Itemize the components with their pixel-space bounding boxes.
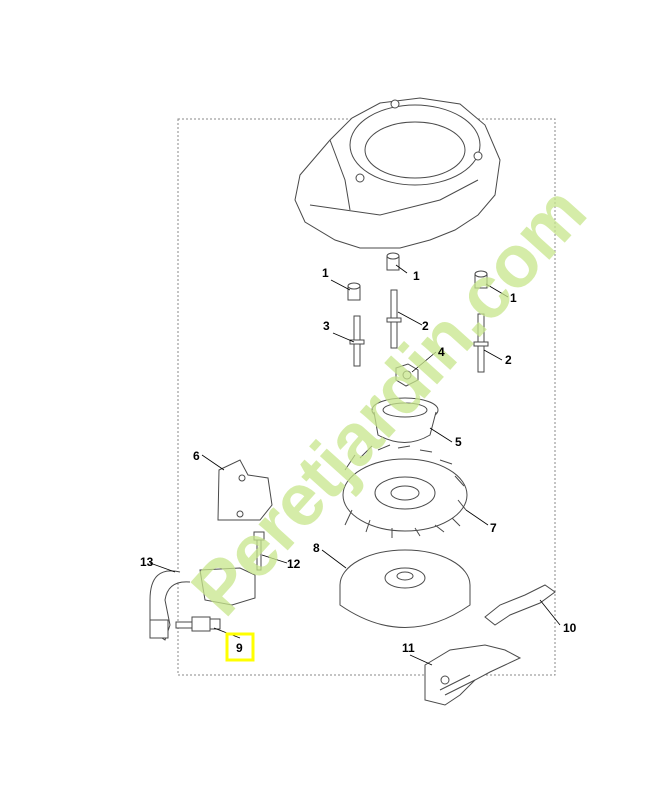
stud-2b <box>473 313 489 373</box>
callout-8: 8 <box>313 541 320 555</box>
flywheel-nut-4 <box>395 363 419 387</box>
callout-2b: 2 <box>505 353 512 367</box>
callout-1a: 1 <box>413 269 420 283</box>
callout-7: 7 <box>490 521 497 535</box>
callout-11: 11 <box>402 641 415 655</box>
brake-assembly-11 <box>424 644 522 706</box>
callout-1c: 1 <box>510 291 517 305</box>
callout-10: 10 <box>563 621 577 635</box>
callout-highlight <box>225 632 255 662</box>
flywheel-8 <box>339 549 471 628</box>
stud-2a <box>386 289 402 349</box>
bolt-12 <box>253 531 265 571</box>
nut-1b <box>347 282 361 301</box>
callout-3: 3 <box>323 319 330 333</box>
callout-1b: 1 <box>322 266 329 280</box>
bolt-3 <box>349 315 365 367</box>
starter-cup-5 <box>371 397 439 443</box>
callout-12: 12 <box>287 557 301 571</box>
spark-plug-9 <box>175 616 221 632</box>
callout-9: 9 <box>236 641 243 655</box>
leader-lines <box>149 264 561 666</box>
brake-lever-10 <box>484 584 556 626</box>
callout-4: 4 <box>438 345 445 359</box>
callout-6: 6 <box>193 449 200 463</box>
cooling-fan-7 <box>342 444 468 538</box>
nut-1c <box>474 270 488 289</box>
bracket-6 <box>217 459 273 521</box>
callout-2a: 2 <box>422 319 429 333</box>
nut-1a <box>386 252 400 271</box>
callout-13: 13 <box>140 555 154 569</box>
callout-5: 5 <box>455 435 462 449</box>
ignition-coil-13 <box>149 567 256 641</box>
blower-housing <box>294 97 501 249</box>
